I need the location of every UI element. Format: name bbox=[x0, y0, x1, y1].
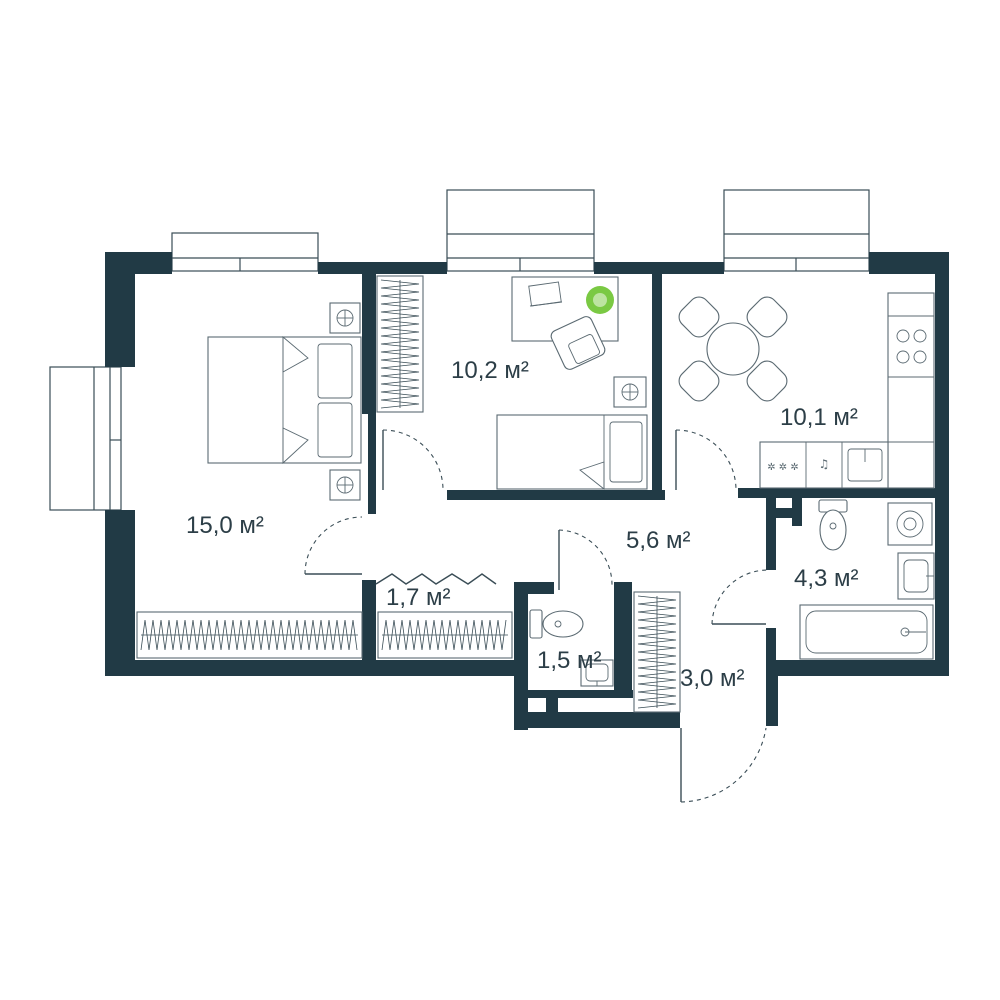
area-label-wardrobe: 1,7 м² bbox=[386, 584, 451, 611]
svg-text:✲ ✲ ✲: ✲ ✲ ✲ bbox=[767, 462, 799, 473]
svg-text:♫: ♫ bbox=[819, 457, 830, 471]
stove-icon bbox=[896, 329, 927, 364]
windows bbox=[49, 189, 870, 511]
bathtub bbox=[799, 604, 934, 660]
area-labels: 15,0 м² 10,2 м² 10,1 м² 5,6 м² 4,3 м² 1,… bbox=[186, 357, 859, 692]
hall-furniture bbox=[377, 591, 681, 713]
single-bed bbox=[496, 414, 648, 490]
wardrobe-study bbox=[376, 275, 424, 413]
cooktop-icon: ✲ ✲ ✲ bbox=[767, 462, 799, 473]
area-label-toilet: 1,5 м² bbox=[537, 647, 602, 674]
toilet-bath bbox=[818, 499, 848, 551]
double-bed bbox=[207, 336, 362, 465]
wardrobe-bedroom bbox=[136, 611, 363, 659]
kitchen-counter: ✲ ✲ ✲ ♫ bbox=[759, 292, 935, 489]
toilet-sink bbox=[580, 659, 614, 687]
area-label-bathroom: 4,3 м² bbox=[794, 565, 859, 592]
area-label-kitchen: 10,1 м² bbox=[780, 404, 858, 431]
window-bedroom bbox=[171, 232, 319, 272]
plant-icon bbox=[586, 286, 614, 314]
area-label-bedroom: 15,0 м² bbox=[186, 512, 264, 539]
area-label-hall: 5,6 м² bbox=[626, 527, 691, 554]
wardrobe-hall bbox=[377, 611, 513, 659]
window-kitchen bbox=[723, 189, 870, 272]
balcony bbox=[49, 366, 122, 511]
toilet-room-furniture bbox=[529, 609, 614, 687]
bedroom-furniture bbox=[136, 302, 363, 659]
kitchen-furniture: ✲ ✲ ✲ ♫ bbox=[678, 292, 935, 489]
doors bbox=[304, 429, 769, 803]
dishwasher-icon: ♫ bbox=[819, 457, 830, 471]
dining-table bbox=[678, 296, 788, 402]
bathroom-furniture bbox=[799, 499, 935, 660]
area-label-entrance: 3,0 м² bbox=[680, 665, 745, 692]
wardrobe-entrance bbox=[633, 591, 681, 713]
toilet bbox=[529, 609, 584, 639]
window-study bbox=[446, 189, 595, 272]
area-label-study: 10,2 м² bbox=[451, 357, 529, 384]
study-furniture bbox=[376, 275, 648, 490]
nightstand-top bbox=[329, 302, 361, 334]
nightstand-bottom bbox=[329, 469, 361, 501]
office-chair bbox=[550, 316, 606, 370]
walls bbox=[105, 252, 949, 730]
bath-sink bbox=[897, 552, 935, 600]
kitchen-sink-icon bbox=[847, 448, 883, 482]
nightstand-study bbox=[613, 376, 647, 408]
washing-machine-icon bbox=[887, 502, 933, 546]
